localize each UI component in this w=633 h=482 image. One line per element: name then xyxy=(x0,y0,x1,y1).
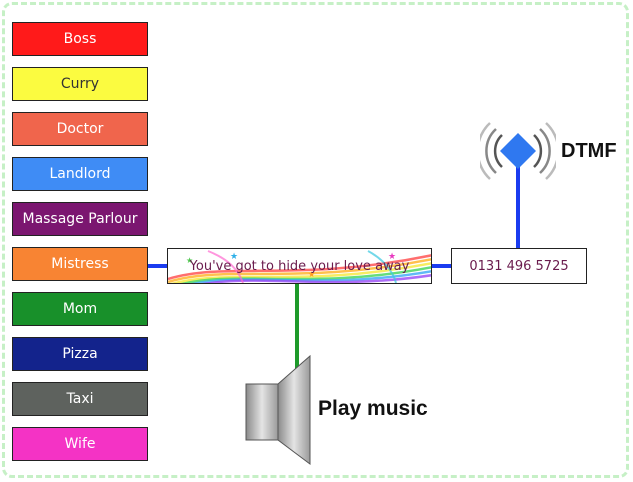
category-massage-parlour[interactable]: Massage Parlour xyxy=(12,202,148,236)
category-label: Taxi xyxy=(66,391,94,407)
category-label: Wife xyxy=(64,436,96,452)
svg-text:★: ★ xyxy=(230,252,238,262)
category-taxi[interactable]: Taxi xyxy=(12,382,148,416)
category-label: Pizza xyxy=(62,346,98,362)
category-label: Massage Parlour xyxy=(22,211,138,227)
diagram-frame xyxy=(2,2,629,478)
message-text: You've got to hide your love away xyxy=(189,258,410,274)
category-mistress[interactable]: Mistress xyxy=(12,247,148,281)
category-boss[interactable]: Boss xyxy=(12,22,148,56)
phone-number: 0131 496 5725 xyxy=(469,258,569,274)
svg-text:★: ★ xyxy=(308,270,315,279)
category-pizza[interactable]: Pizza xyxy=(12,337,148,371)
phone-number-box[interactable]: 0131 496 5725 xyxy=(451,248,587,284)
category-mom[interactable]: Mom xyxy=(12,292,148,326)
category-wife[interactable]: Wife xyxy=(12,427,148,461)
category-label: Mistress xyxy=(51,256,109,272)
svg-text:★: ★ xyxy=(186,256,193,265)
diamond-signal-icon xyxy=(480,122,556,180)
play-music-label: Play music xyxy=(318,397,428,420)
category-label: Mom xyxy=(62,301,98,317)
category-curry[interactable]: Curry xyxy=(12,67,148,101)
message-box[interactable]: ★ ★ ★ ★ You've got to hide your love awa… xyxy=(167,248,432,284)
svg-text:★: ★ xyxy=(388,252,396,262)
category-label: Landlord xyxy=(49,166,111,182)
category-label: Curry xyxy=(60,76,100,92)
category-landlord[interactable]: Landlord xyxy=(12,157,148,191)
category-doctor[interactable]: Doctor xyxy=(12,112,148,146)
rainbow-decoration: ★ ★ ★ ★ xyxy=(168,250,431,283)
category-label: Boss xyxy=(63,31,97,47)
speaker-icon xyxy=(245,354,311,465)
dtmf-label: DTMF xyxy=(561,140,617,162)
category-label: Doctor xyxy=(56,121,104,137)
